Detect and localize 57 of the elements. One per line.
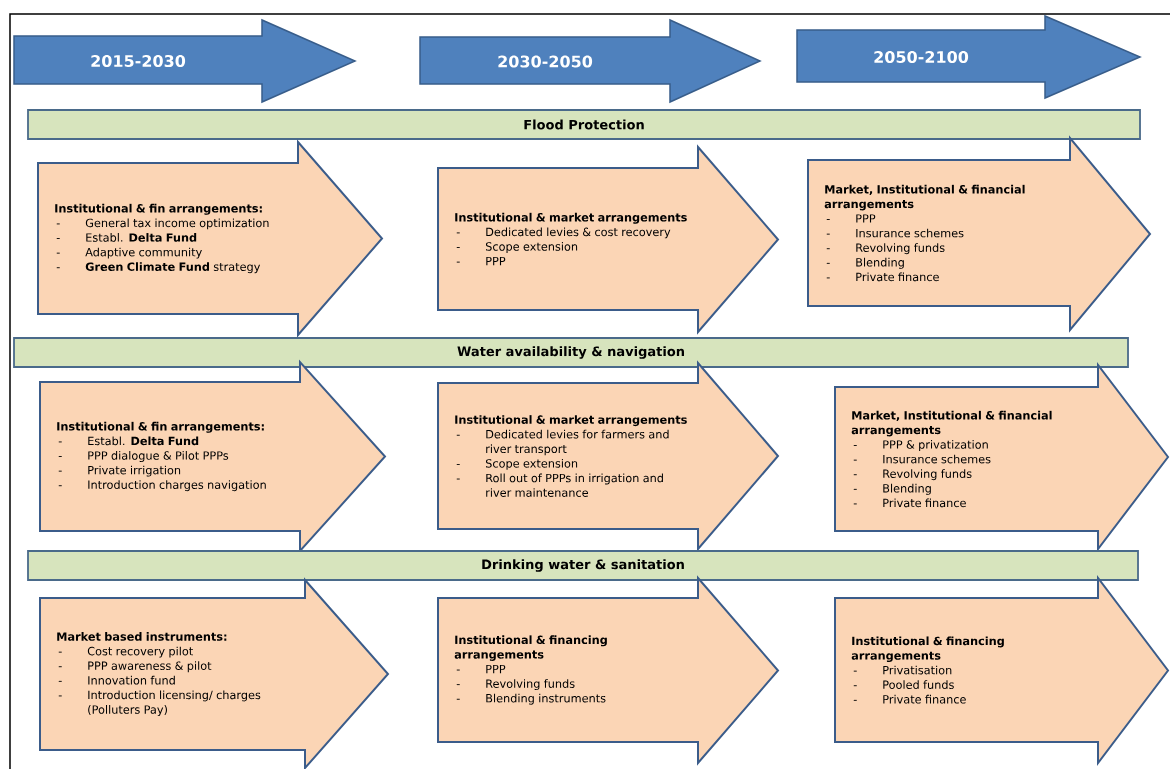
measure-panel (437, 575, 780, 766)
list-item: - Introduction licensing/ charges (Polluters Pay) (58, 690, 261, 716)
measure-panel (37, 139, 384, 338)
list-item: - Private irrigation (58, 465, 181, 477)
list-item: - Dedicated levies for farmers and river transport (456, 429, 669, 456)
heading-text: Institutional & market arrangements (455, 212, 687, 224)
list-item: - PPP (456, 256, 506, 266)
list-item: - Revolving funds (853, 469, 972, 481)
heading-text: Institutional & financing arrangements (851, 636, 1004, 663)
list-item: - Establ. Delta Fund (58, 436, 199, 446)
heading-text: Institutional & market arrangements (455, 415, 687, 427)
sector-band: Water availability & navigation (13, 337, 1129, 368)
list-item: - PPP (456, 664, 506, 674)
heading-text: Institutional & financing arrangements (454, 635, 607, 661)
list-item: - Innovation fund (58, 675, 175, 685)
heading-text: Market, Institutional & financial arrangements (851, 410, 1052, 437)
list-item: - Insurance schemes (826, 228, 964, 238)
list-item: - Private finance (853, 498, 966, 508)
sector-band: Flood Protection (27, 109, 1141, 140)
period-banner: 2015-2030 (13, 18, 357, 104)
list-item: - Adaptive community (56, 247, 202, 259)
measure-panel (807, 135, 1152, 333)
heading-text: Market based instruments: (57, 632, 227, 641)
measure-panel (437, 144, 780, 335)
list-item: - Revolving funds (456, 679, 575, 691)
list-item: - Cost recovery pilot (58, 646, 193, 658)
measure-panel (834, 362, 1170, 552)
list-item: - PPP awareness & pilot (58, 661, 212, 673)
list-item: - PPP & privatization (853, 440, 988, 451)
list-item: - Private finance (853, 694, 966, 704)
period-banner: 2030-2050 (419, 18, 762, 104)
list-item: - PPP (826, 214, 876, 223)
list-item: - Green Climate Fund strategy (56, 262, 261, 274)
list-item: - Pooled funds (853, 680, 954, 689)
list-item: - General tax income optimization (56, 218, 269, 230)
list-item: - Scope extension (456, 458, 578, 470)
list-item: - Scope extension (456, 242, 578, 253)
measure-panel (834, 575, 1170, 766)
period-banner: 2050-2100 (796, 14, 1142, 100)
list-item: - Private finance (826, 272, 939, 282)
list-item: - Privatisation (853, 665, 952, 675)
list-item: - Blending (853, 483, 931, 495)
heading-text: Institutional & fin arrangements: (57, 421, 264, 433)
heading-text: Institutional & fin arrangements: (55, 203, 262, 215)
list-item: - Establ. Delta Fund (56, 233, 197, 242)
list-item: - Blending (826, 257, 904, 269)
heading-text: Market, Institutional & financial arrangements (824, 184, 1025, 211)
list-item: - Introduction charges navigation (58, 480, 266, 492)
list-item: - Revolving funds (826, 243, 945, 255)
list-item: - Insurance schemes (853, 454, 991, 464)
measure-panel (437, 360, 780, 552)
list-item: - Roll out of PPPs in irrigation and river maintenance (456, 473, 663, 497)
list-item: - Dedicated levies & cost recovery (456, 227, 671, 239)
sector-band: Drinking water & sanitation (27, 550, 1139, 581)
list-item: - Blending instruments (456, 693, 606, 705)
list-item: - PPP dialogue & Pilot PPPs (58, 451, 229, 462)
measure-panel (39, 577, 390, 769)
